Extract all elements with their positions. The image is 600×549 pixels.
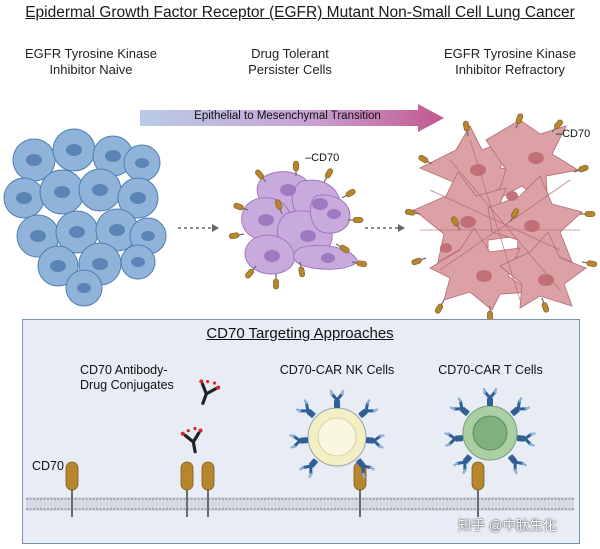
- car-nk-cell: [289, 389, 385, 479]
- panel-title: CD70 Targeting Approaches: [206, 325, 394, 342]
- cd70-callout-persister: –CD70: [305, 152, 340, 164]
- cell-membrane: [26, 497, 574, 511]
- cd70-receptor-2: [180, 461, 194, 517]
- stage-naive-label: EGFR Tyrosine Kinase Inhibitor Naive: [25, 46, 157, 77]
- naive-cell-cluster: [3, 128, 167, 307]
- stage-persister-label: Drug Tolerant Persister Cells: [248, 46, 332, 77]
- adc-bound-icon: [178, 424, 208, 456]
- persister-cell-cluster: [228, 160, 368, 290]
- t-caption: CD70-CAR T Cells: [438, 363, 543, 377]
- figure-title: Epidermal Growth Factor Receptor (EGFR) …: [25, 4, 575, 21]
- refractory-cell-cluster: [404, 112, 598, 322]
- adc-free-icon: [190, 374, 224, 409]
- cd70-label: CD70: [32, 459, 64, 473]
- stage-refractory-label: EGFR Tyrosine Kinase Inhibitor Refractor…: [444, 46, 576, 77]
- cd70-callout-refractory: –CD70: [556, 128, 591, 140]
- adc-caption: CD70 Antibody- Drug Conjugates: [80, 363, 174, 392]
- cd70-receptor-1: [65, 461, 79, 517]
- emt-label: Epithelial to Mesenchymal Transition: [194, 110, 381, 122]
- nk-caption: CD70-CAR NK Cells: [279, 363, 395, 377]
- watermark-text: 知乎 @中肽生化: [458, 518, 557, 533]
- cd70-receptor-5: [471, 461, 485, 517]
- emt-arrow: [140, 104, 444, 132]
- car-t-cell: [444, 387, 536, 475]
- cd70-receptor-3: [201, 461, 215, 517]
